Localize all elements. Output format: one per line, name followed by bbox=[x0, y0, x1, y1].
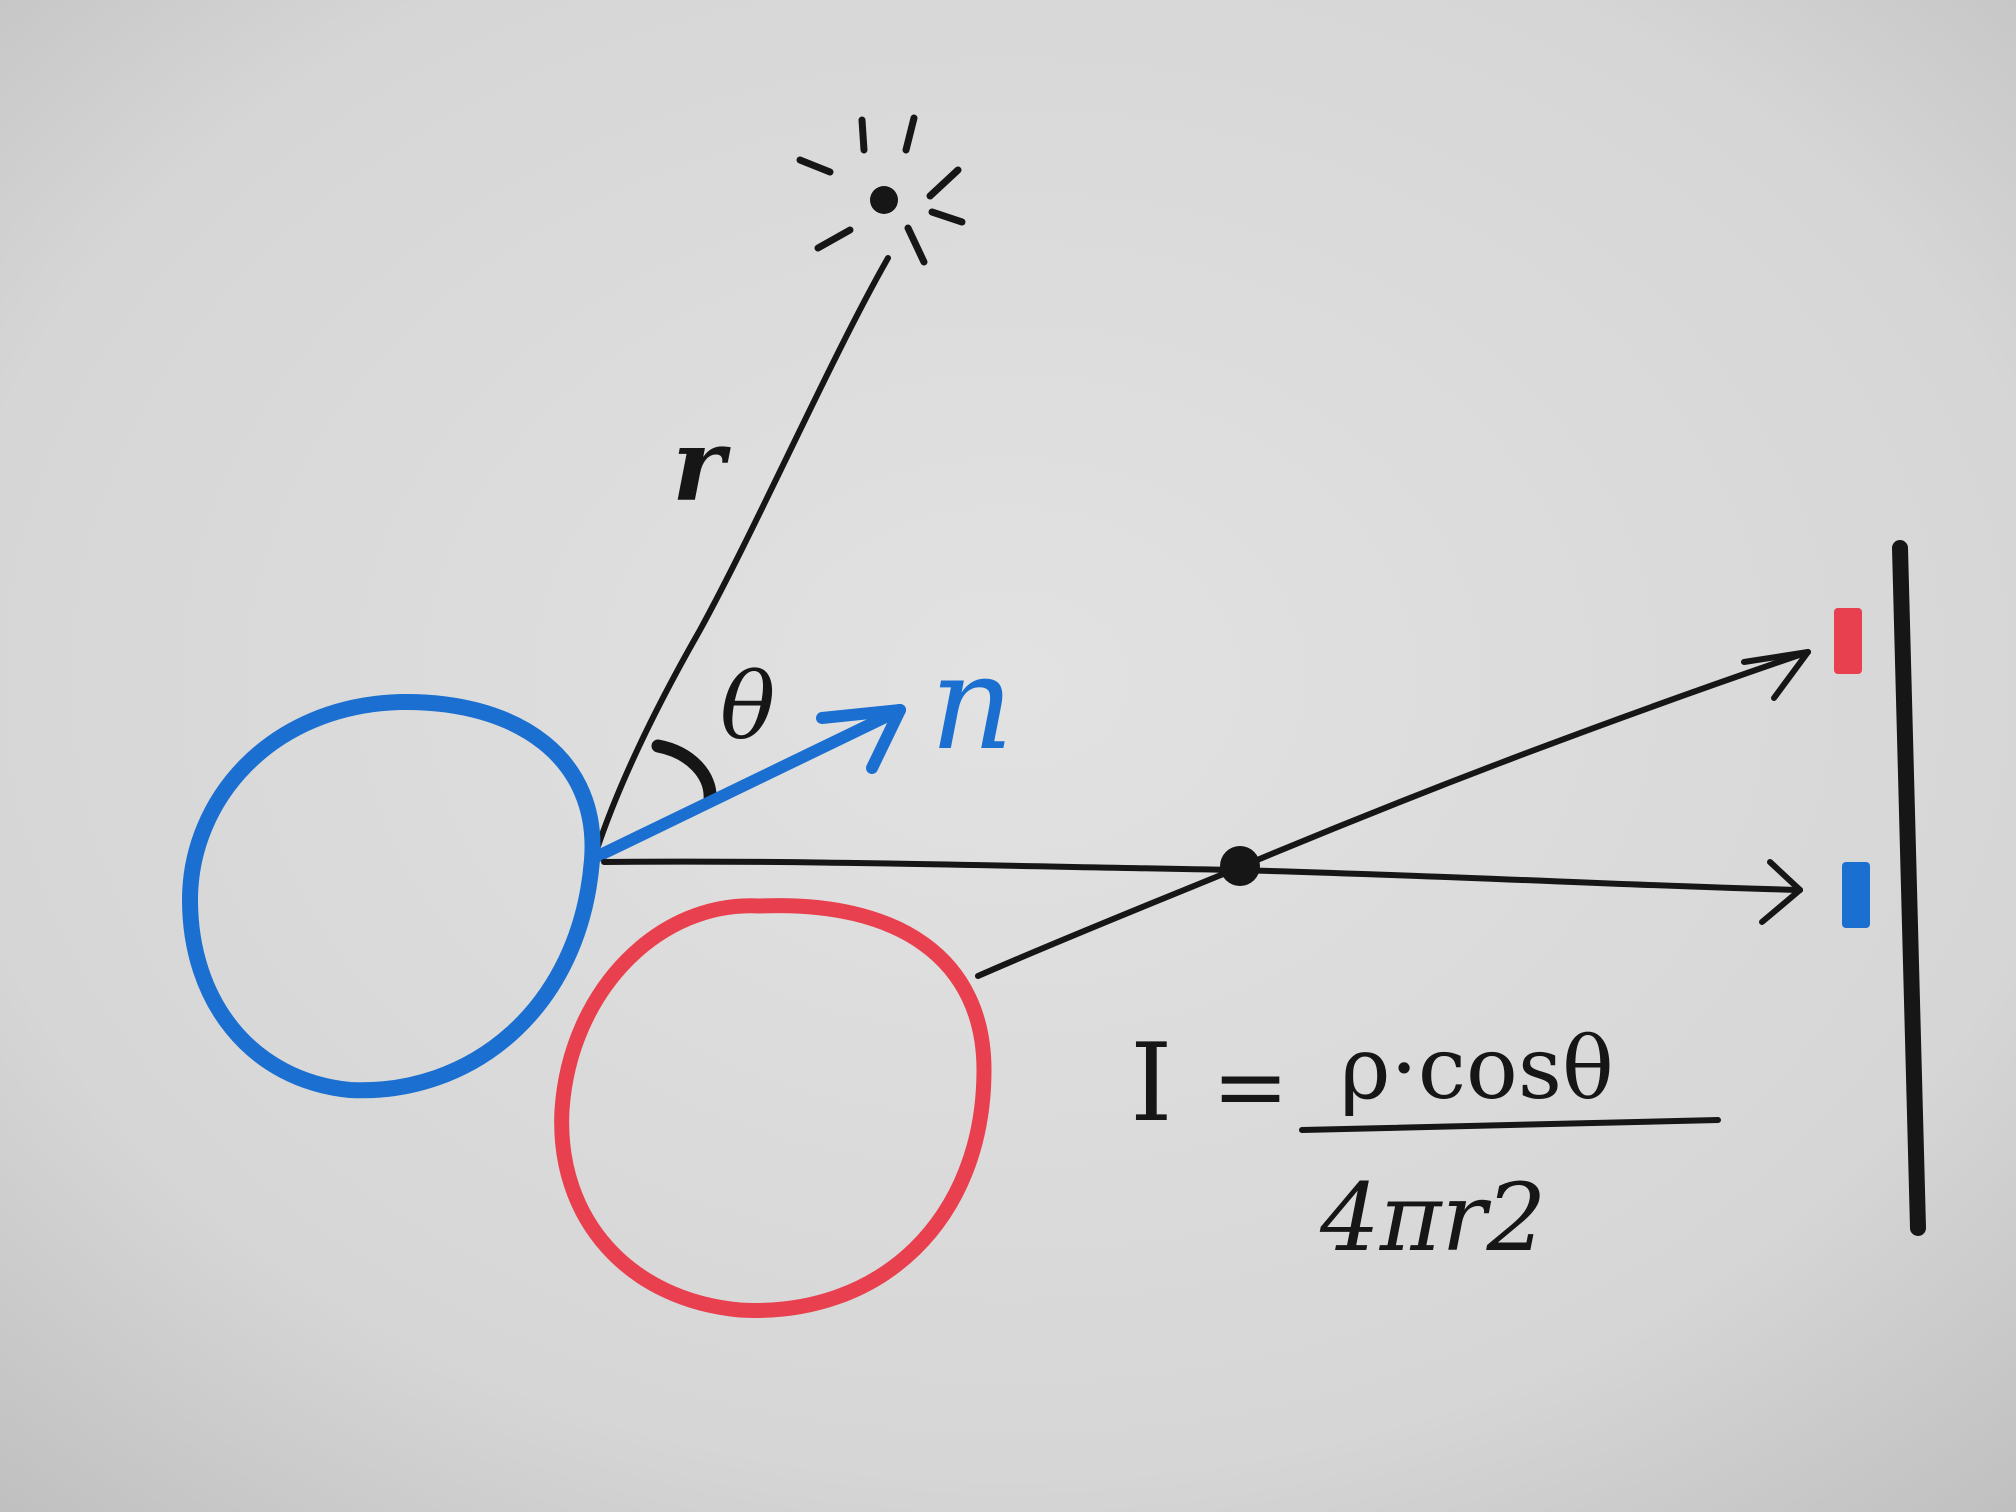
angle-arc bbox=[651, 739, 717, 807]
fraction-bar bbox=[1299, 1117, 1721, 1133]
normal-vector-arrow bbox=[588, 704, 906, 864]
blue-pixel bbox=[1842, 862, 1870, 928]
angle-label: θ bbox=[720, 653, 775, 760]
formula-denominator: 4πr2 bbox=[1319, 1164, 1546, 1273]
red-projection-ray bbox=[975, 649, 1811, 979]
light-source-icon bbox=[796, 114, 966, 266]
pinhole-dot bbox=[1220, 846, 1260, 886]
red-pixel bbox=[1834, 608, 1862, 674]
distance-label: r bbox=[672, 406, 731, 524]
normal-label: n bbox=[930, 627, 1014, 779]
formula-numerator: ρ·cosθ bbox=[1340, 1019, 1614, 1119]
image-plane bbox=[1892, 540, 1926, 1236]
blue-sphere bbox=[182, 693, 601, 1099]
red-sphere bbox=[554, 898, 992, 1318]
light-ray-line bbox=[593, 255, 891, 855]
intensity-formula: I = ρ·cosθ 4πr2 bbox=[1130, 1019, 1721, 1273]
formula-equals: = bbox=[1212, 1033, 1289, 1140]
formula-lhs: I bbox=[1130, 1021, 1173, 1146]
